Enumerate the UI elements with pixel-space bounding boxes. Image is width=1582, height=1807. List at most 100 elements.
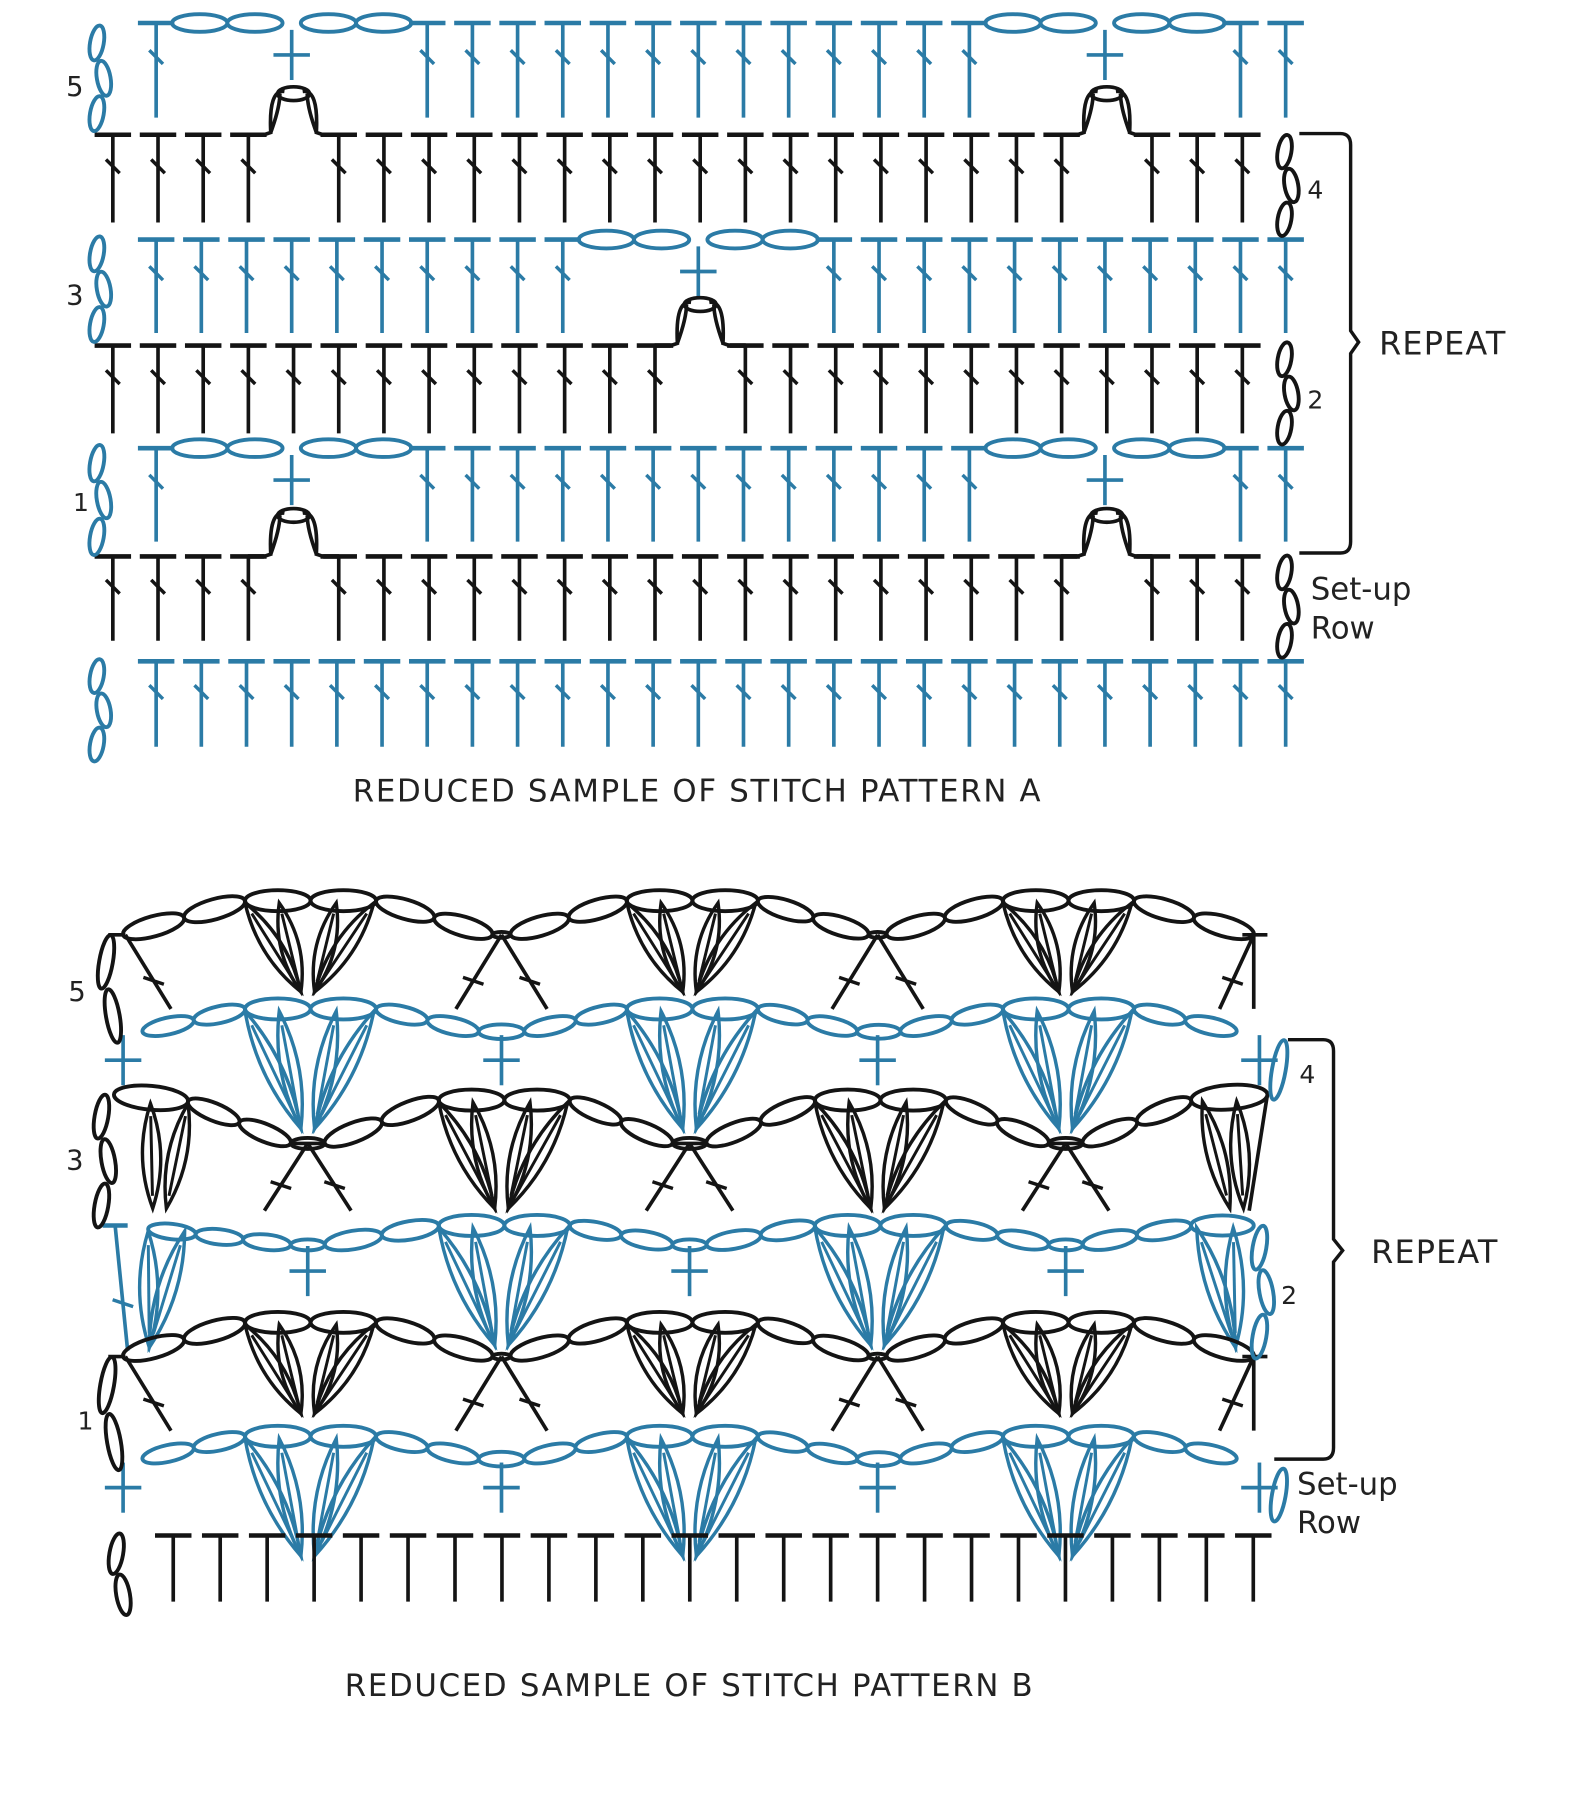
double-crochet-stitch — [183, 659, 220, 747]
chain-stitch — [94, 269, 114, 309]
double-crochet-stitch — [410, 554, 448, 641]
leaf-stitch — [1034, 898, 1062, 997]
stitch-leg — [454, 1355, 504, 1432]
stroke — [690, 684, 707, 701]
chain-stitch — [1038, 437, 1098, 459]
double-crochet-stitch — [408, 659, 446, 747]
double-crochet-stitch — [1222, 659, 1259, 747]
double-crochet-stitch — [996, 237, 1033, 334]
chain-stitch — [566, 894, 629, 924]
double-crochet-stitch — [1222, 445, 1259, 542]
double-crochet-stitch — [680, 20, 717, 118]
fan-shell — [624, 898, 759, 997]
black-stitch-row — [94, 295, 1261, 434]
stroke — [556, 369, 573, 386]
chain-stitch — [1112, 12, 1172, 34]
chain-stitch — [113, 1572, 133, 1617]
chain-stitch — [995, 1228, 1051, 1252]
stitch — [577, 1533, 615, 1602]
double-crochet-stitch — [318, 237, 356, 334]
stroke — [1217, 934, 1256, 1010]
fan-shell — [137, 1225, 187, 1354]
leaf-stitch — [276, 1320, 304, 1419]
stitch-leg — [123, 1355, 173, 1432]
stroke — [601, 158, 618, 175]
pattern-a-repeat-label: REPEAT — [1379, 325, 1506, 363]
stitch-pattern-b-chart — [91, 888, 1345, 1617]
double-crochet-stitch — [860, 237, 898, 334]
chain-stitch — [690, 1423, 760, 1449]
chain-stitch — [322, 1227, 384, 1253]
double-crochet-stitch — [770, 659, 807, 747]
double-crochet-stitch — [546, 132, 583, 223]
double-crochet-stitch — [184, 343, 222, 434]
stroke — [146, 1245, 151, 1334]
chain-stitch — [379, 1094, 441, 1128]
turning-chain — [87, 657, 114, 764]
fan-shell — [1200, 1095, 1252, 1214]
stroke — [1143, 369, 1161, 386]
stroke — [148, 684, 165, 701]
double-crochet-stitch — [454, 659, 491, 747]
double-crochet-stitch — [275, 343, 312, 434]
stroke — [1247, 1094, 1270, 1211]
chain-stitch — [185, 1096, 242, 1128]
double-crochet-stitch — [365, 343, 403, 434]
chain-stitch — [1191, 1333, 1256, 1363]
chain-stitch — [379, 1218, 441, 1243]
stroke — [876, 1355, 925, 1432]
chain-stitch — [140, 1441, 196, 1466]
double-crochet-stitch — [591, 343, 629, 434]
leaf-stitch — [658, 1320, 686, 1419]
stroke — [690, 473, 707, 490]
double-crochet-stitch — [273, 659, 310, 747]
chain-stitch — [1080, 1228, 1139, 1252]
stroke — [1232, 1242, 1237, 1334]
stroke — [419, 49, 436, 66]
turning-chain — [91, 1092, 118, 1230]
double-crochet-stitch — [228, 659, 265, 747]
chain-stitch — [983, 12, 1043, 34]
double-crochet-stitch — [727, 343, 764, 434]
single-crochet-stitch — [483, 1462, 520, 1513]
stroke — [1277, 473, 1294, 490]
turning-chain — [87, 443, 114, 557]
stroke — [885, 1241, 905, 1332]
leaf-stitch — [242, 1320, 304, 1418]
pattern-a-setup-label: Set-up — [1311, 572, 1412, 608]
chain-stitch — [1275, 133, 1294, 171]
chain-garland — [146, 1213, 1256, 1253]
stroke — [1008, 578, 1025, 595]
stroke — [462, 975, 485, 986]
stroke — [1187, 684, 1204, 701]
stroke — [280, 1452, 300, 1543]
double-crochet-stitch — [907, 343, 945, 434]
stroke — [149, 578, 167, 595]
stroke — [1096, 684, 1113, 701]
single-crochet-stitch — [671, 1246, 708, 1297]
stroke — [195, 369, 212, 386]
chain-stitch — [1132, 1430, 1188, 1454]
leaf-stitch — [658, 898, 686, 997]
puff-stitch — [1076, 85, 1138, 137]
stroke — [323, 1180, 346, 1191]
double-crochet-stitch — [953, 343, 990, 434]
stroke — [514, 1241, 562, 1332]
stroke — [466, 158, 483, 175]
stroke — [838, 1397, 861, 1408]
stroke — [780, 49, 797, 66]
stroke — [306, 1142, 353, 1212]
stroke — [895, 975, 917, 986]
stroke — [1098, 369, 1115, 386]
chain-stitch — [805, 1014, 860, 1038]
chain-stitch — [949, 1430, 1005, 1454]
pattern-a-setup-row-label: Row — [1311, 611, 1375, 647]
double-crochet-stitch — [951, 659, 988, 747]
stitch — [295, 1533, 333, 1602]
chain-stitch — [98, 1137, 118, 1185]
repeat-bracket — [1299, 131, 1361, 555]
double-crochet-stitch — [905, 659, 943, 747]
stitch-leg — [112, 1225, 134, 1352]
chain-stitch — [322, 1116, 384, 1149]
stroke — [601, 369, 618, 386]
